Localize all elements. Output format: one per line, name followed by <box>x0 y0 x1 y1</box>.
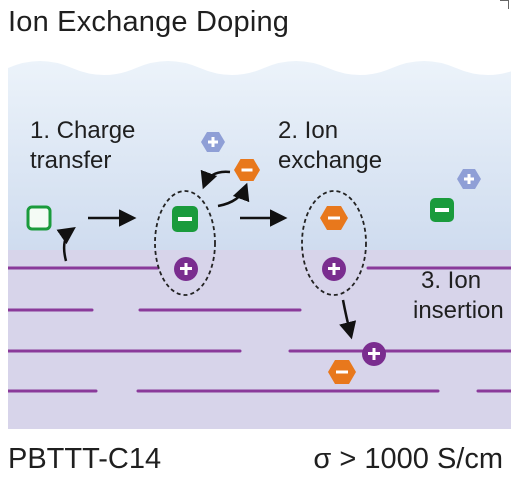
polaron-plus-icon <box>322 257 346 281</box>
step2-label-line1: 2. Ion <box>278 117 339 144</box>
polymer-film <box>8 250 511 429</box>
step2-label-line2: exchange <box>278 147 383 174</box>
neutral-dopant-icon <box>26 205 52 231</box>
exchange-in-arrow <box>217 182 250 208</box>
step2-label: 2. Ion exchange <box>278 116 382 176</box>
step1-label-line2: transfer <box>30 147 112 174</box>
corner-mark <box>500 0 509 9</box>
polymer-chains <box>6 266 511 393</box>
cation-hexagon-icon <box>457 169 481 189</box>
page-title: Ion Exchange Doping <box>8 6 290 38</box>
ion-exchange-diagram: 1. Charge transfer 2. Ion exchange 3. Io… <box>6 46 511 429</box>
step3-label-line1: 3. Ion <box>421 267 482 294</box>
step1-label: 1. Charge transfer <box>30 116 135 176</box>
electrolyte-solution <box>8 61 511 250</box>
polaron-plus-icon <box>362 342 386 366</box>
exchange-out-arrow <box>200 169 231 190</box>
ion-pair-ellipse-1 <box>154 190 216 296</box>
material-label: PBTTT-C14 <box>8 443 162 475</box>
polaron-plus-icon <box>174 257 198 281</box>
green-anion-icon <box>172 206 198 232</box>
orange-anion-hexagon-icon <box>320 206 348 230</box>
insertion-arrow <box>339 299 357 340</box>
orange-anion-hexagon-icon <box>234 159 260 181</box>
step3-label: 3. Ion insertion <box>413 266 504 326</box>
conductivity-label: σ > 1000 S/cm <box>313 443 503 475</box>
diagram-canvas <box>6 61 511 429</box>
charge-transfer-curved-arrow <box>56 227 76 262</box>
orange-anion-hexagon-icon <box>328 360 356 384</box>
green-anion-icon <box>430 198 454 222</box>
cation-hexagon-icon <box>201 132 225 152</box>
step3-label-line2: insertion <box>413 297 504 324</box>
step1-label-line1: 1. Charge <box>30 117 136 144</box>
ion-pair-ellipse-2 <box>301 190 367 296</box>
